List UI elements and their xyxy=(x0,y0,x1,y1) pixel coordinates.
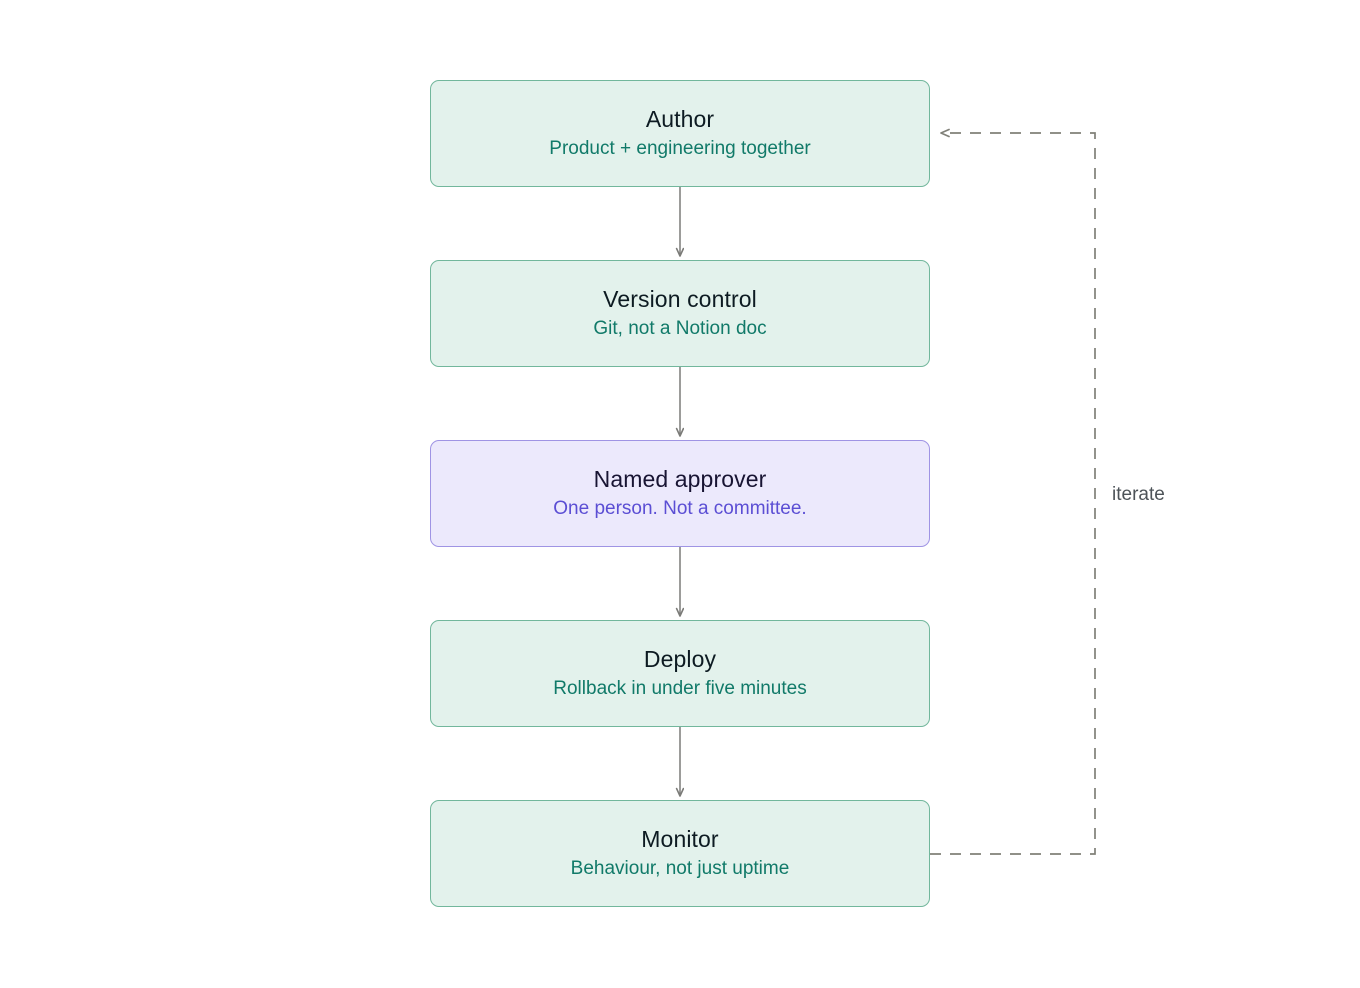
node-deploy-subtitle: Rollback in under five minutes xyxy=(553,678,807,700)
node-named-approver-subtitle: One person. Not a committee. xyxy=(553,498,807,520)
edge-monitor-to-author xyxy=(930,128,1096,855)
node-named-approver-title: Named approver xyxy=(593,465,767,492)
node-deploy-title: Deploy xyxy=(643,645,717,672)
edge-label-iterate: iterate xyxy=(1112,484,1165,505)
node-version-control-title: Version control xyxy=(603,285,757,312)
node-deploy[interactable]: Deploy Rollback in under five minutes xyxy=(430,620,930,727)
node-monitor-title: Monitor xyxy=(641,825,719,852)
node-author[interactable]: Author Product + engineering together xyxy=(430,80,930,187)
node-monitor-subtitle: Behaviour, not just uptime xyxy=(570,858,790,880)
node-monitor[interactable]: Monitor Behaviour, not just uptime xyxy=(430,800,930,907)
node-author-title: Author xyxy=(645,105,715,132)
node-named-approver[interactable]: Named approver One person. Not a committ… xyxy=(430,440,930,547)
node-version-control-subtitle: Git, not a Notion doc xyxy=(593,318,767,340)
node-author-subtitle: Product + engineering together xyxy=(549,138,811,160)
node-version-control[interactable]: Version control Git, not a Notion doc xyxy=(430,260,930,367)
